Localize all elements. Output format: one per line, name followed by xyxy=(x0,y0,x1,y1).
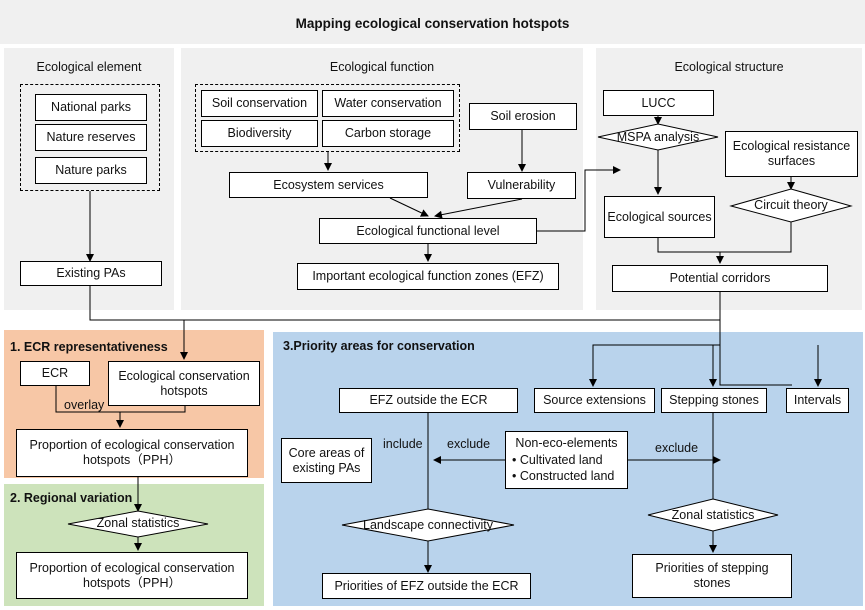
potential-corridors-box: Potential corridors xyxy=(612,265,828,292)
non-eco-title: Non-eco-elements xyxy=(515,436,618,450)
soil-conservation-box: Soil conservation xyxy=(201,90,318,117)
include-label: include xyxy=(383,437,423,451)
element-header: Ecological element xyxy=(36,60,142,74)
efz-box: Important ecological function zones (EFZ… xyxy=(297,263,559,290)
structure-header: Ecological structure xyxy=(674,60,784,74)
intervals-box: Intervals xyxy=(786,388,849,413)
conservation-hotspots-box: Ecological conservation hotspots xyxy=(108,361,260,406)
landscape-connectivity-label: Landscape connectivity xyxy=(363,518,493,532)
exclude-label-right: exclude xyxy=(655,441,699,455)
soil-erosion-box: Soil erosion xyxy=(469,103,577,130)
diagram-title: Mapping ecological conservation hotspots xyxy=(295,16,570,31)
landscape-connectivity-diamond xyxy=(341,508,515,542)
existing-pas-box: Existing PAs xyxy=(20,261,162,286)
exclude-label-left: exclude xyxy=(447,437,491,451)
ecosystem-services-box: Ecosystem services xyxy=(229,172,428,198)
circuit-theory-label: Circuit theory xyxy=(754,198,828,212)
functional-level-box: Ecological functional level xyxy=(319,218,537,244)
zonal-statistics-diamond-right xyxy=(647,498,779,532)
efz-outside-box: EFZ outside the ECR xyxy=(339,388,518,413)
mspa-label: MSPA analysis xyxy=(616,130,700,144)
circuit-theory-diamond xyxy=(729,188,853,223)
priority-header: 3.Priority areas for conservation xyxy=(283,339,475,353)
water-conservation-box: Water conservation xyxy=(322,90,454,117)
stepping-stones-box: Stepping stones xyxy=(661,388,767,413)
mspa-diamond xyxy=(597,123,719,151)
vulnerability-box: Vulnerability xyxy=(467,172,576,199)
protected-area-group xyxy=(20,84,160,191)
regional-header: 2. Regional variation xyxy=(10,491,133,505)
zonal-statistics-diamond-left xyxy=(67,510,209,538)
non-eco-elements-box: Non-eco-elements • Cultivated land • Con… xyxy=(505,431,628,489)
source-extensions-box: Source extensions xyxy=(534,388,655,413)
non-eco-item-cultivated: • Cultivated land xyxy=(512,453,603,467)
nature-parks-box: Nature parks xyxy=(35,157,147,184)
priorities-efz-box: Priorities of EFZ outside the ECR xyxy=(322,573,531,599)
pph-box-regional: Proportion of ecological conservation ho… xyxy=(16,552,248,599)
non-eco-item-constructed: • Constructed land xyxy=(512,469,615,483)
pph-box-ecr: Proportion of ecological conservation ho… xyxy=(16,429,248,477)
title-bar xyxy=(0,0,865,44)
lucc-box: LUCC xyxy=(603,90,714,116)
overlay-label: overlay xyxy=(64,398,105,412)
ecr-box: ECR xyxy=(20,361,90,386)
core-areas-box: Core areas of existing PAs xyxy=(281,438,372,483)
national-parks-box: National parks xyxy=(35,94,147,121)
zonal-statistics-label-left: Zonal statistics xyxy=(96,516,180,530)
priorities-stepping-box: Priorities of stepping stones xyxy=(632,554,792,598)
ecosystem-services-group xyxy=(195,84,460,152)
ecr-header: 1. ECR representativeness xyxy=(10,340,168,354)
function-header: Ecological function xyxy=(329,60,435,74)
carbon-storage-box: Carbon storage xyxy=(322,120,454,147)
ecological-sources-box: Ecological sources xyxy=(604,196,715,238)
zonal-statistics-label-right: Zonal statistics xyxy=(671,508,755,522)
nature-reserves-box: Nature reserves xyxy=(35,124,147,151)
biodiversity-box: Biodiversity xyxy=(201,120,318,147)
resistance-surfaces-box: Ecological resistance surfaces xyxy=(725,131,858,177)
